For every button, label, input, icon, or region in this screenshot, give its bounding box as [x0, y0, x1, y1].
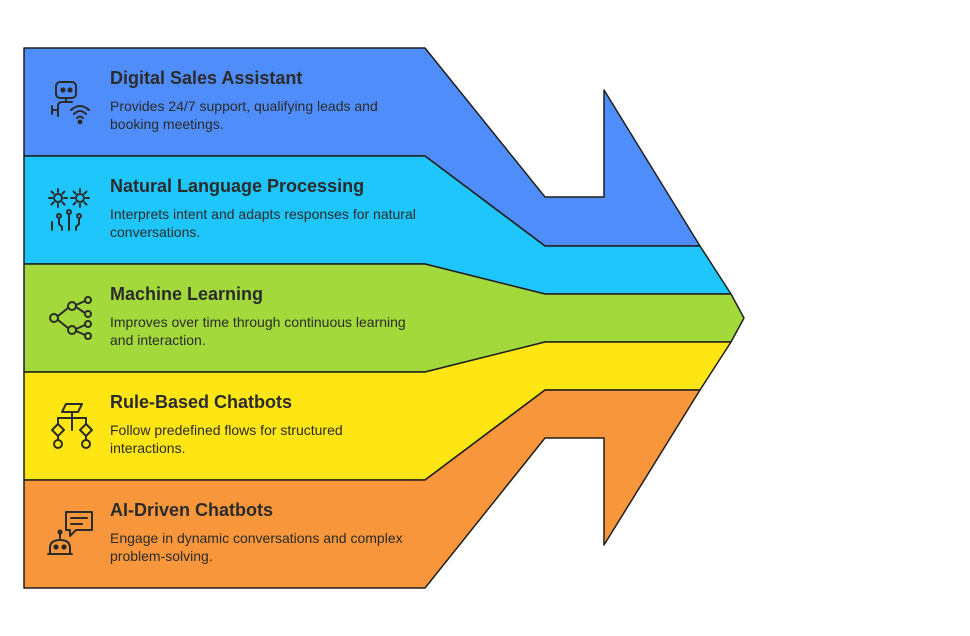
flowchart-icon — [44, 400, 96, 452]
chatbot-message-icon — [44, 508, 96, 560]
band-title: Natural Language Processing — [110, 176, 365, 196]
band-description: Interprets intent and adapts responses f… — [110, 206, 416, 240]
robot-wifi-icon — [44, 76, 96, 128]
band-2-text: Natural Language Processing Interprets i… — [110, 175, 420, 241]
band-title: Digital Sales Assistant — [110, 68, 303, 88]
gears-circuit-icon — [44, 184, 96, 236]
band-title: AI-Driven Chatbots — [110, 500, 274, 520]
band-4-text: Rule-Based Chatbots Follow predefined fl… — [110, 391, 420, 457]
band-title: Rule-Based Chatbots — [110, 392, 293, 412]
band-description: Provides 24/7 support, qualifying leads … — [110, 98, 378, 132]
band-5-text: AI-Driven Chatbots Engage in dynamic con… — [110, 499, 420, 565]
band-description: Improves over time through continuous le… — [110, 314, 406, 348]
band-3-text: Machine Learning Improves over time thro… — [110, 283, 420, 349]
band-description: Engage in dynamic conversations and comp… — [110, 530, 403, 564]
band-shape-5 — [23, 389, 701, 589]
band-description: Follow predefined flows for structured i… — [110, 422, 343, 456]
band-1-text: Digital Sales Assistant Provides 24/7 su… — [110, 67, 420, 133]
network-nodes-icon — [44, 292, 96, 344]
band-title: Machine Learning — [110, 284, 264, 304]
